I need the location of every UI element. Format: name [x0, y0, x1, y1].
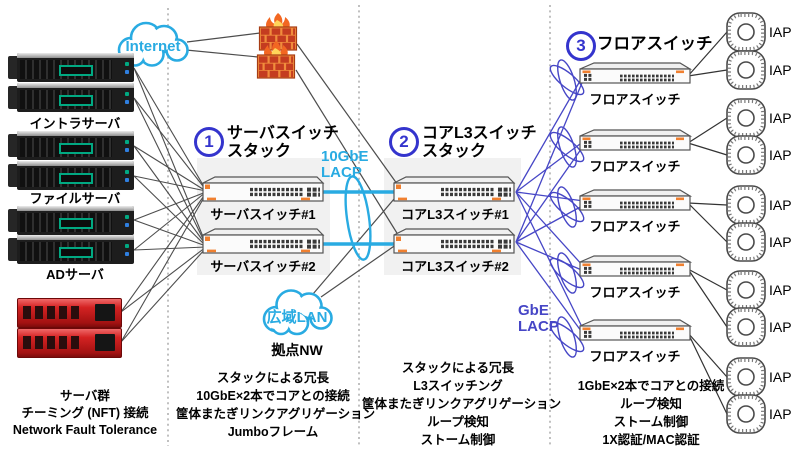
server-switch-2-label: サーバスイッチ#2 — [210, 259, 316, 274]
server-switch-2-icon — [201, 227, 325, 255]
note-line: チーミング (NFT) 接続 — [21, 406, 149, 420]
zone-number-badge: 1 — [194, 127, 224, 157]
floor-switch-icon — [578, 254, 692, 278]
file-server-unit — [8, 161, 134, 190]
floor-switch-icon — [578, 188, 692, 212]
floor-switch-label: フロアスイッチ — [589, 349, 681, 364]
access-point-icon — [725, 306, 767, 348]
intra-server-unit — [8, 53, 134, 82]
floor-switch-icon — [578, 318, 692, 342]
note-line: ループ検知 — [620, 397, 682, 411]
note-line: 1GbE×2本でコアとの接続 — [577, 379, 725, 393]
note-line: ストーム制御 — [613, 415, 689, 429]
floor-switch-icon — [578, 61, 692, 85]
floor-zone-notes: 1GbE×2本でコアとの接続 ループ検知 ストーム制御 1X認証/MAC認証 — [550, 377, 752, 449]
access-point-icon — [725, 221, 767, 263]
label-line: GbE — [518, 302, 549, 319]
note-line: サーバ群 — [60, 389, 110, 403]
internet-cloud-icon — [117, 21, 189, 67]
intra-server-label: イントラサーバ — [29, 116, 121, 131]
core-switch-zone-notes: スタックによる冗長 L3スイッチング 筐体またぎリンクアグリゲーション ループ検… — [362, 359, 562, 449]
iap-label: IAP — [769, 319, 792, 335]
floor-switch-label: フロアスイッチ — [589, 285, 681, 300]
iap-label: IAP — [769, 197, 792, 213]
iap-label: IAP — [769, 110, 792, 126]
iap-label: IAP — [769, 282, 792, 298]
floor-switch-label: フロアスイッチ — [589, 159, 681, 174]
access-point-icon — [725, 134, 767, 176]
floor-switch-label: フロアスイッチ — [589, 219, 681, 234]
core-l3-switch-1-icon — [392, 175, 516, 203]
title-line: コアL3スイッチ — [422, 125, 537, 142]
access-point-icon — [725, 269, 767, 311]
iap-label: IAP — [769, 234, 792, 250]
core-switch-zone-title: コアL3スイッチ スタック — [422, 125, 537, 161]
iap-label: IAP — [769, 62, 792, 78]
title-line: サーバスイッチ — [227, 125, 339, 142]
iap-label: IAP — [769, 369, 792, 385]
access-point-icon — [725, 184, 767, 226]
wan-cloud-label: 広域LAN — [266, 309, 328, 326]
floor-zone-title: フロアスイッチ — [597, 35, 713, 53]
core-switch-2-label: コアL3スイッチ#2 — [401, 259, 509, 274]
iap-label: IAP — [769, 406, 792, 422]
label-line: 10GbE — [321, 148, 369, 165]
ad-server-unit — [8, 235, 134, 264]
title-line: スタック — [227, 143, 292, 160]
server-uplink-lines — [120, 67, 207, 343]
10gbe-lacp-group-ellipse — [344, 175, 372, 261]
floor-to-iap-lines — [687, 31, 728, 415]
appliance-unit — [17, 298, 122, 328]
floor-switch-label: フロアスイッチ — [589, 92, 681, 107]
ad-server-label: ADサーバ — [46, 267, 104, 282]
note-line: ストーム制御 — [420, 433, 496, 447]
note-line: 1X認証/MAC認証 — [602, 433, 700, 447]
title-line: スタック — [422, 143, 487, 160]
gbe-lacp-label: GbE LACP — [518, 303, 559, 335]
label-line: LACP — [321, 164, 362, 181]
wan-cloud-icon — [262, 289, 333, 336]
note-line: Jumboフレーム — [227, 425, 319, 439]
10gbe-lacp-links — [321, 190, 397, 246]
10gbe-lacp-label: 10GbE LACP — [321, 149, 369, 181]
note-line: スタックによる冗長 — [216, 371, 330, 385]
intra-server-unit — [8, 83, 134, 112]
note-line: スタックによる冗長 — [401, 361, 515, 375]
ad-server-unit — [8, 206, 134, 235]
note-line: ループ検知 — [427, 415, 489, 429]
server-switch-zone-notes: スタックによる冗長 10GbE×2本でコアとの接続 筐体またぎリンクアグリゲーシ… — [176, 369, 376, 441]
core-switch-1-label: コアL3スイッチ#1 — [401, 207, 509, 222]
file-server-label: ファイルサーバ — [29, 191, 121, 206]
access-point-icon — [725, 11, 767, 53]
appliance-unit — [17, 328, 122, 358]
zone-number-badge: 2 — [389, 127, 419, 157]
core-l3-switch-2-icon — [392, 227, 516, 255]
server-zone-notes: サーバ群 チーミング (NFT) 接続 Network Fault Tolera… — [2, 388, 168, 439]
floor-switch-icon — [578, 128, 692, 152]
server-switch-zone-title: サーバスイッチ スタック — [227, 125, 339, 161]
note-line: 10GbE×2本でコアとの接続 — [196, 389, 350, 403]
access-point-icon — [725, 97, 767, 139]
wan-caption: 拠点NW — [271, 342, 323, 358]
server-switch-1-label: サーバスイッチ#1 — [210, 207, 316, 222]
server-switch-1-icon — [201, 175, 325, 203]
note-line: Network Fault Tolerance — [12, 423, 158, 437]
internet-cloud-label: Internet — [125, 38, 181, 55]
gbe-lacp-group-ellipses — [549, 59, 585, 358]
zone-separators — [167, 5, 551, 446]
iap-label: IAP — [769, 147, 792, 163]
note-line: 筐体またぎリンクアグリゲーション — [176, 407, 376, 421]
label-line: LACP — [518, 318, 559, 335]
file-server-unit — [8, 131, 134, 160]
access-point-icon — [725, 49, 767, 91]
iap-label: IAP — [769, 24, 792, 40]
note-line: 筐体またぎリンクアグリゲーション — [362, 397, 562, 411]
note-line: L3スイッチング — [413, 379, 503, 393]
zone-number-badge: 3 — [566, 31, 596, 61]
